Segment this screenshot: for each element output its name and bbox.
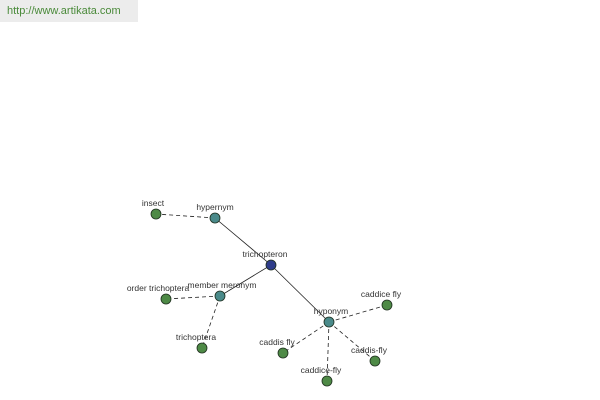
edge-hypernym	[214, 217, 272, 266]
edge-caddis-fly-2	[328, 321, 376, 362]
node-trichopteron[interactable]	[265, 259, 277, 271]
node-order-trichoptera[interactable]	[160, 293, 172, 305]
label-member-meronym: member meronym	[188, 280, 257, 290]
label-caddice-fly-2: caddice-fly	[301, 365, 342, 375]
label-hyponym: hyponym	[314, 306, 349, 316]
node-member-meronym[interactable]	[214, 290, 226, 302]
label-caddis-fly-1: caddis fly	[259, 337, 295, 347]
edge-member-meronym	[219, 264, 272, 297]
label-trichopteron: trichopteron	[243, 249, 288, 259]
edge-caddice-fly-2	[326, 321, 330, 382]
node-caddis-fly-1[interactable]	[277, 347, 289, 359]
node-insect[interactable]	[150, 208, 162, 220]
url-link[interactable]: http://www.artikata.com	[0, 0, 138, 22]
node-trichoptera[interactable]	[196, 342, 208, 354]
node-hyponym[interactable]	[323, 316, 335, 328]
edge-caddis-fly-1	[282, 321, 330, 354]
label-insect: insect	[142, 198, 165, 208]
edge-trichoptera	[201, 295, 221, 349]
node-hypernym[interactable]	[209, 212, 221, 224]
node-caddis-fly-2[interactable]	[369, 355, 381, 367]
edge-hyponym	[270, 264, 330, 323]
edge-caddice-fly-1	[328, 304, 388, 323]
label-order-trichoptera: order trichoptera	[127, 283, 190, 293]
edge-insect	[155, 213, 216, 219]
label-caddice-fly-1: caddice fly	[361, 289, 402, 299]
label-trichoptera: trichoptera	[176, 332, 216, 342]
label-caddis-fly-2: caddis-fly	[351, 345, 388, 355]
label-hypernym: hypernym	[196, 202, 233, 212]
node-caddice-fly-2[interactable]	[321, 375, 333, 387]
edge-order-trichoptera	[165, 295, 221, 300]
node-caddice-fly-1[interactable]	[381, 299, 393, 311]
